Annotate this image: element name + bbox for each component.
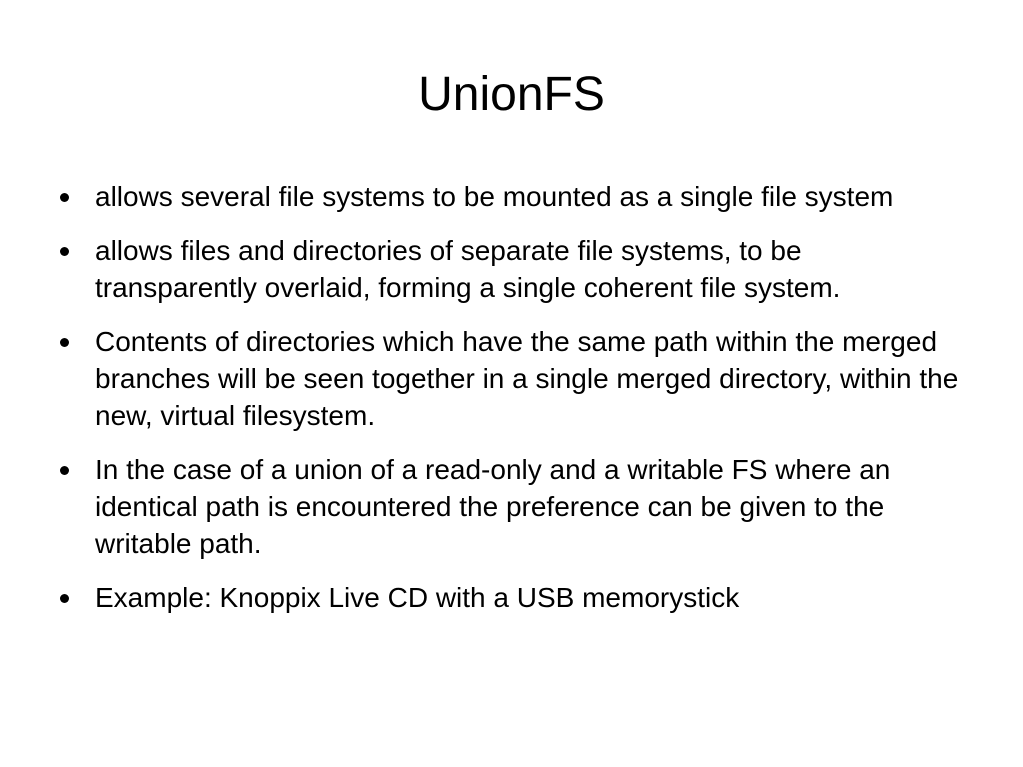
- slide-title: UnionFS: [418, 68, 605, 121]
- bullet-list: allows several file systems to be mounte…: [60, 178, 970, 633]
- bullet-dot-icon: [60, 594, 69, 603]
- list-item: Example: Knoppix Live CD with a USB memo…: [60, 579, 970, 616]
- list-item: In the case of a union of a read-only an…: [60, 451, 970, 562]
- bullet-text: Contents of directories which have the s…: [95, 326, 959, 431]
- bullet-dot-icon: [60, 338, 69, 347]
- bullet-text: allows several file systems to be mounte…: [95, 181, 894, 212]
- bullet-dot-icon: [60, 193, 69, 202]
- list-item: Contents of directories which have the s…: [60, 323, 970, 434]
- bullet-text: In the case of a union of a read-only an…: [95, 454, 891, 559]
- bullet-dot-icon: [60, 466, 69, 475]
- bullet-dot-icon: [60, 247, 69, 256]
- list-item: allows files and directories of separate…: [60, 232, 970, 306]
- bullet-text: Example: Knoppix Live CD with a USB memo…: [95, 582, 740, 613]
- list-item: allows several file systems to be mounte…: [60, 178, 970, 215]
- bullet-text: allows files and directories of separate…: [95, 235, 841, 303]
